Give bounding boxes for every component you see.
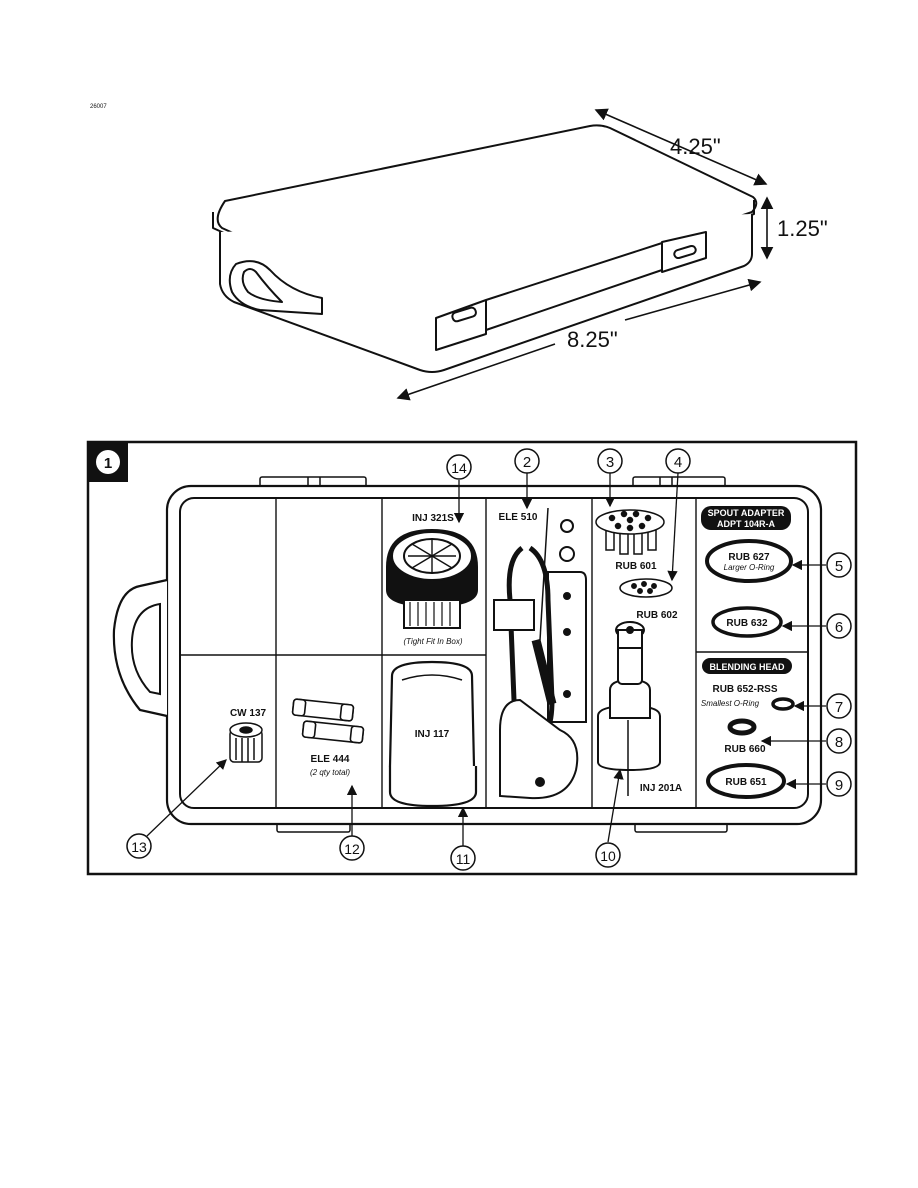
- callout-5: 5: [826, 552, 852, 578]
- rub652-oring: [771, 697, 795, 711]
- doc-id: 26007: [90, 104, 107, 110]
- callout-9: 9: [826, 771, 852, 797]
- callout-13: 13: [126, 833, 152, 859]
- orings: [705, 539, 795, 799]
- rub651-oring: [706, 763, 786, 799]
- svg-text:9: 9: [835, 777, 843, 794]
- callout-14: 14: [446, 454, 472, 480]
- label-rub660: RUB 660: [724, 744, 766, 755]
- inj321s-drawing: [386, 528, 478, 629]
- callout-7: 7: [826, 693, 852, 719]
- note-rub627: Larger O-Ring: [724, 563, 775, 572]
- svg-text:6: 6: [835, 619, 843, 636]
- callout-12: 12: [339, 835, 365, 861]
- svg-text:5: 5: [835, 558, 843, 575]
- callout-10: 10: [595, 842, 621, 868]
- svg-text:10: 10: [600, 848, 616, 864]
- callout-11: 11: [450, 845, 476, 871]
- note-ele444: (2 qty total): [310, 768, 350, 777]
- svg-text:13: 13: [131, 839, 147, 855]
- callout-8: 8: [826, 728, 852, 754]
- svg-text:3: 3: [606, 454, 614, 471]
- label-rub651: RUB 651: [725, 777, 767, 788]
- rub601-drawing: [595, 509, 665, 555]
- svg-text:BLENDING HEAD: BLENDING HEAD: [709, 662, 785, 672]
- svg-text:4: 4: [674, 454, 682, 471]
- closed-box-illustration: [212, 124, 758, 373]
- label-rub632: RUB 632: [726, 618, 768, 629]
- svg-text:ADPT 104R-A: ADPT 104R-A: [717, 519, 776, 529]
- callout-4: 4: [665, 448, 691, 474]
- dimension-arrows: [396, 108, 774, 401]
- blending-head-header: BLENDING HEAD: [702, 658, 792, 674]
- label-cw137: CW 137: [230, 708, 267, 719]
- cw137-drawing: [229, 722, 263, 763]
- inj201a-drawing: [597, 621, 661, 796]
- dimension-width: 4.25": [670, 134, 721, 159]
- rub632-oring: [711, 606, 783, 638]
- figure-number: 1: [104, 455, 112, 472]
- dimension-length: 8.25": [567, 327, 618, 352]
- rub660-oring: [727, 718, 757, 736]
- note-inj321s: (Tight Fit In Box): [403, 637, 462, 646]
- rub627-oring: [705, 539, 793, 583]
- label-ele444: ELE 444: [311, 754, 350, 765]
- label-inj201a: INJ 201A: [640, 783, 682, 794]
- ele510-drawing: [493, 507, 587, 800]
- label-rub652: RUB 652-RSS: [712, 684, 777, 695]
- figure-number-badge: [96, 450, 120, 474]
- svg-text:SPOUT ADAPTER: SPOUT ADAPTER: [708, 508, 785, 518]
- label-ele510: ELE 510: [499, 512, 538, 523]
- label-inj117: INJ 117: [415, 729, 450, 740]
- callout-leaders: [146, 472, 826, 846]
- svg-text:8: 8: [835, 734, 843, 751]
- callout-2: 2: [514, 448, 540, 474]
- rub602-drawing: [619, 578, 673, 598]
- svg-text:12: 12: [344, 841, 360, 857]
- svg-text:14: 14: [451, 460, 467, 476]
- label-rub602: RUB 602: [636, 610, 678, 621]
- spout-adapter-header: SPOUT ADAPTER ADPT 104R-A: [701, 506, 791, 530]
- label-inj321s: INJ 321S: [412, 513, 454, 524]
- callout-3: 3: [597, 448, 623, 474]
- label-rub601: RUB 601: [615, 561, 657, 572]
- note-rub652: Smallest O-Ring: [701, 699, 760, 708]
- svg-text:11: 11: [456, 851, 471, 867]
- label-rub627: RUB 627: [728, 552, 770, 563]
- callout-6: 6: [826, 613, 852, 639]
- dimension-height: 1.25": [777, 216, 828, 241]
- svg-text:2: 2: [523, 454, 531, 471]
- svg-text:7: 7: [835, 699, 843, 716]
- ele444-drawing: [291, 698, 365, 744]
- inj117-drawing: [388, 660, 478, 808]
